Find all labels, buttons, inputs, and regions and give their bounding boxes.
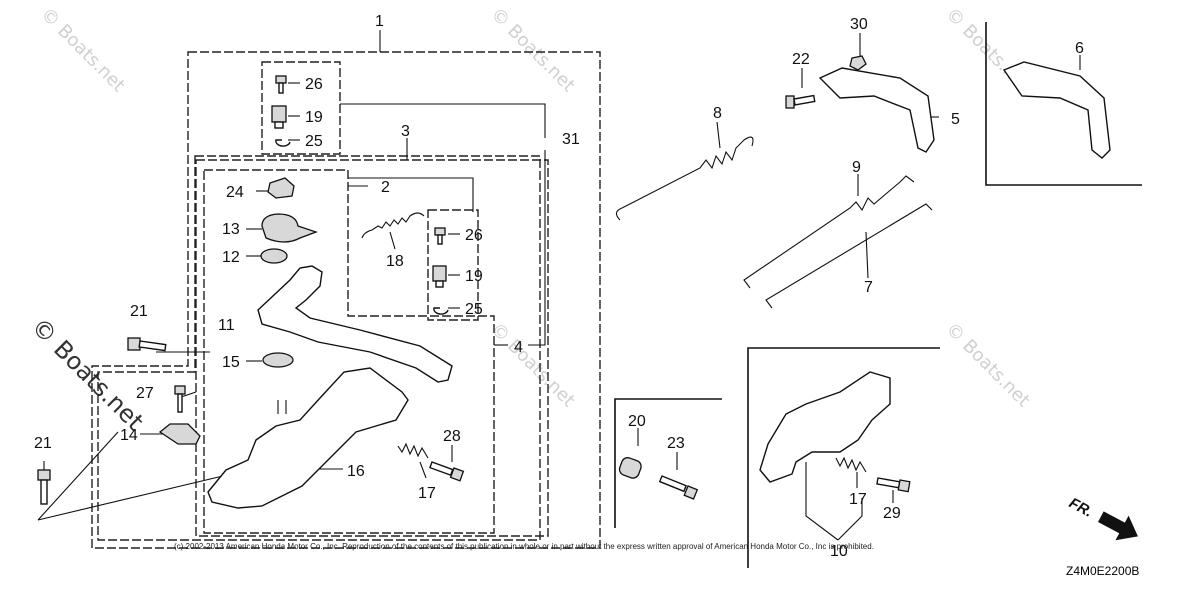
box-assembly-1: [91, 51, 601, 549]
callout-8: 8: [713, 105, 722, 122]
callout-5: 5: [951, 111, 960, 128]
bolt-21-middle: [127, 337, 167, 352]
base-plate-16: [207, 367, 409, 509]
watermark-1: © Boats.net: [36, 4, 128, 96]
callout-21-middle: 21: [130, 303, 148, 320]
nut-30: [849, 55, 867, 71]
clip-25-top: [275, 139, 291, 147]
box-fastener-set-top: [261, 61, 341, 155]
callout-19-right: 19: [465, 268, 483, 285]
bolt-29: [876, 477, 911, 493]
callout-25-right: 25: [465, 301, 483, 318]
washer-12: [260, 248, 288, 264]
callout-15: 15: [222, 354, 240, 371]
box-assembly-4: [427, 209, 479, 321]
diagram-code: Z4M0E2200B: [1066, 564, 1139, 578]
assembly-boxes: [91, 51, 601, 549]
washer-13: [261, 213, 318, 243]
clip-25-right: [433, 307, 449, 315]
callouts: 1 2 3 4 5 6 7 8 9 10 11 12 13 14 15 16 1…: [34, 13, 1084, 560]
spring-8: [615, 136, 754, 221]
front-arrow: FR.: [1066, 495, 1138, 541]
frame-lever-set: [747, 347, 940, 568]
bolt-22: [785, 94, 816, 109]
frame-top-right: [985, 22, 1142, 186]
box-assembly-3: [195, 159, 549, 537]
bolt-26-top: [275, 75, 287, 94]
frames: [614, 22, 1142, 568]
callout-20: 20: [628, 413, 646, 430]
callout-16: 16: [347, 463, 365, 480]
spring-17: [397, 442, 429, 459]
bolt-26-right: [434, 227, 446, 245]
watermarks: © Boats.net © Boats.net © Boats.net © Bo…: [26, 4, 1034, 436]
callout-2: 2: [381, 179, 390, 196]
callout-10: 10: [830, 543, 848, 560]
watermark-2: © Boats.net: [486, 4, 578, 96]
spring-18: [361, 212, 425, 239]
washer-15: [262, 352, 294, 368]
box-assembly-31: [97, 155, 541, 541]
callout-23: 23: [667, 435, 685, 452]
callout-25-top: 25: [305, 133, 323, 150]
callout-21-bottom: 21: [34, 435, 52, 452]
callout-19-top: 19: [305, 109, 323, 126]
callout-27: 27: [136, 385, 154, 402]
callout-17-left: 17: [418, 485, 436, 502]
lever-5: [818, 67, 935, 153]
callout-28: 28: [443, 428, 461, 445]
bolt-21-bottom: [37, 469, 51, 505]
leader-lines: [37, 30, 1081, 541]
callout-17-right: 17: [849, 491, 867, 508]
callout-13: 13: [222, 221, 240, 238]
callout-7: 7: [864, 279, 873, 296]
callout-18: 18: [386, 253, 404, 270]
callout-31: 31: [562, 131, 580, 148]
parts-drawings: [37, 55, 1111, 509]
callout-26-right: 26: [465, 227, 483, 244]
bolt-27: [174, 385, 186, 413]
front-arrow-icon: [1098, 511, 1138, 541]
spring-17-right: [835, 456, 867, 473]
callout-30: 30: [850, 16, 868, 33]
callout-29: 29: [883, 505, 901, 522]
callout-4: 4: [514, 339, 523, 356]
callout-6: 6: [1075, 40, 1084, 57]
bolt-23: [658, 475, 699, 500]
lever-6: [1002, 61, 1111, 159]
callout-26-top: 26: [305, 76, 323, 93]
collar-19-top: [271, 105, 287, 129]
front-label: FR.: [1066, 495, 1095, 521]
watermark-5: © Boats.net: [941, 319, 1033, 411]
clip-14: [158, 423, 201, 445]
lever-10: [759, 371, 891, 483]
collar-19-right: [432, 265, 447, 288]
callout-3: 3: [401, 123, 410, 140]
callout-11: 11: [218, 317, 235, 334]
watermark-4: © Boats.net: [486, 319, 578, 411]
callout-9: 9: [852, 159, 861, 176]
bolt-28: [429, 461, 465, 482]
box-assembly-2: [203, 169, 495, 534]
frame-pin-set: [614, 398, 722, 528]
watermark-6: © Boats.net: [26, 312, 149, 435]
stud-16: [277, 400, 287, 414]
callout-14: 14: [120, 427, 138, 444]
nut-24: [267, 177, 295, 199]
callout-22: 22: [792, 51, 810, 68]
callout-1: 1: [375, 13, 384, 30]
callout-24: 24: [226, 184, 244, 201]
rod-7: [765, 203, 933, 309]
control-lever-11: [257, 265, 453, 383]
pin-20: [618, 457, 642, 479]
rod-9: [743, 175, 915, 289]
copyright-notice: (c) 2002-2013 American Honda Motor Co., …: [174, 542, 874, 551]
callout-12: 12: [222, 249, 240, 266]
